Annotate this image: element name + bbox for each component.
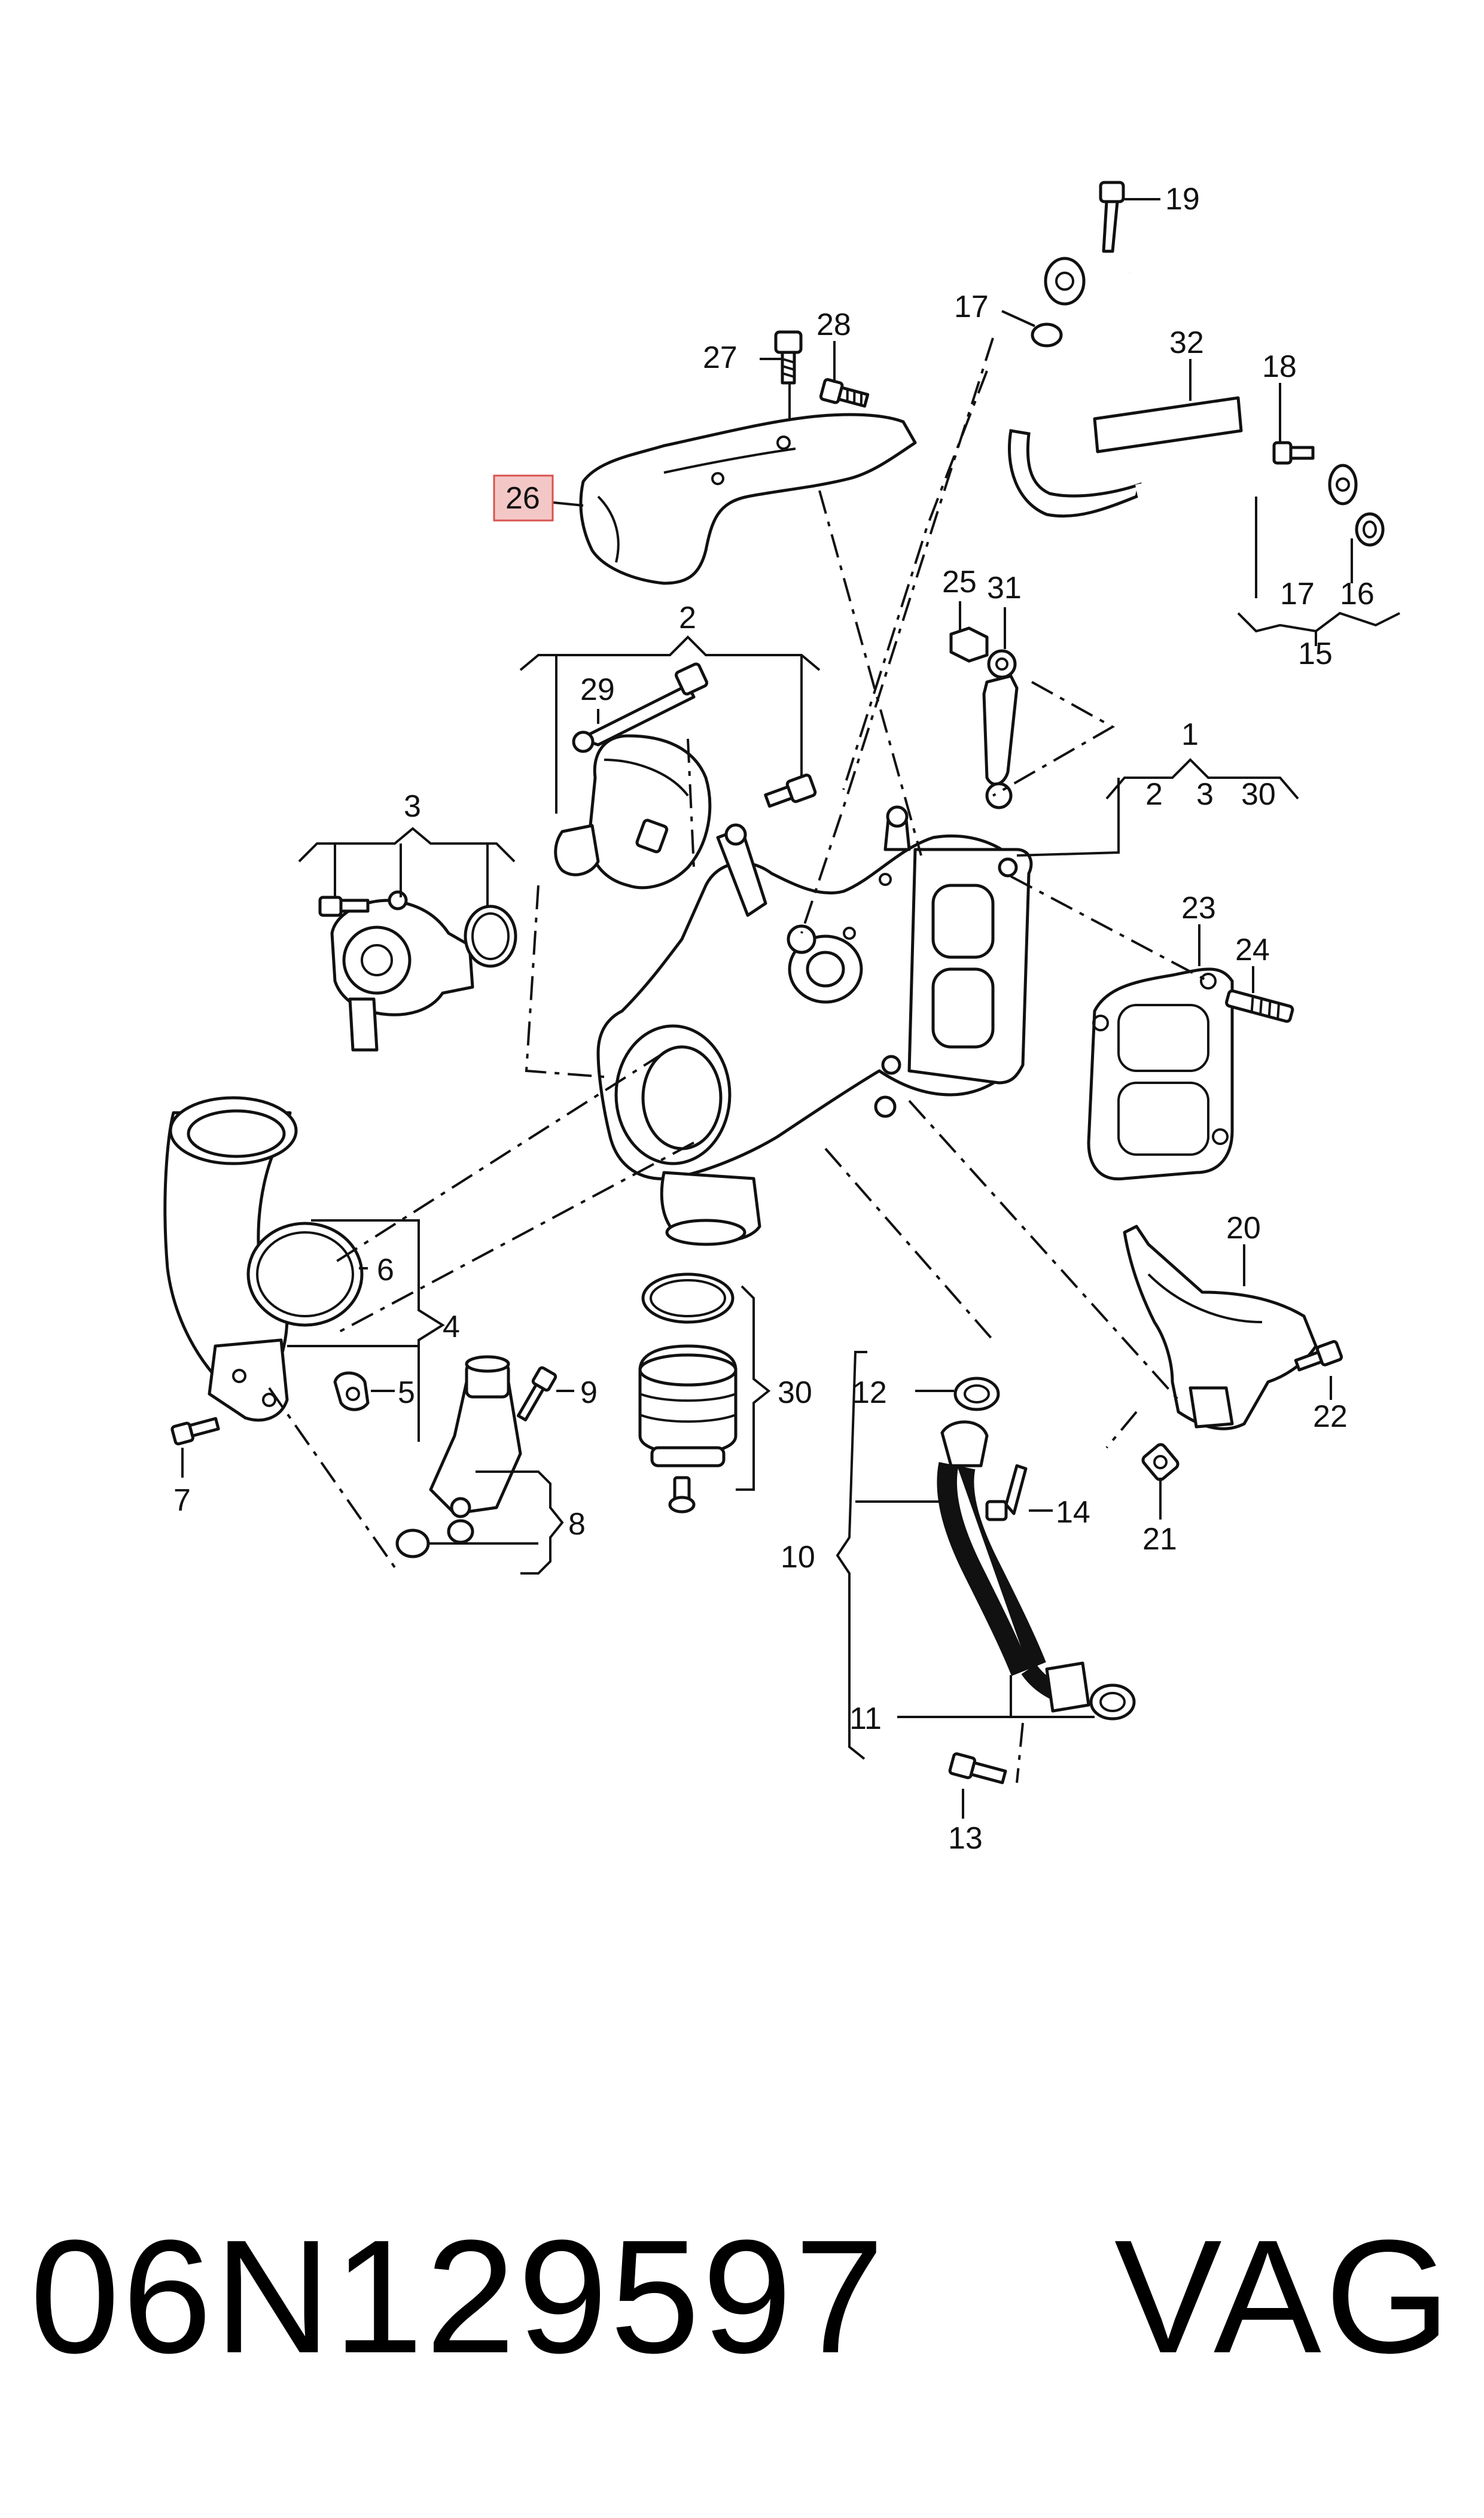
sensor-valve-8	[429, 1355, 522, 1518]
heat-shield	[579, 413, 917, 585]
o-ring-6	[246, 1222, 364, 1327]
callout-17-top: 17	[954, 290, 989, 324]
callout-1: 1	[1181, 717, 1199, 752]
oil-return-line	[937, 1377, 1136, 1721]
brand-label: VAG	[1114, 2207, 1454, 2387]
callout-15: 15	[1298, 637, 1333, 671]
callout-28: 28	[816, 307, 851, 342]
callout-labels: 26 27 28 19 17 32 18 17 16 15 2 29 25 31…	[173, 182, 1375, 1856]
bolt-14	[985, 1464, 1028, 1521]
leader-lines	[181, 198, 1400, 1819]
callout-22: 22	[1313, 1399, 1348, 1434]
callout-1-sub-3: 3	[1196, 777, 1214, 812]
highlight-box-26	[493, 474, 554, 522]
callout-29: 29	[580, 672, 615, 707]
stud-24	[1225, 989, 1294, 1023]
callout-27: 27	[703, 340, 738, 375]
bolt-22	[1294, 1340, 1343, 1372]
callout-11: 11	[849, 1701, 882, 1736]
callout-14: 14	[1056, 1495, 1090, 1530]
callout-12: 12	[852, 1375, 887, 1410]
o-ring-3	[464, 905, 517, 968]
wastegate-actuator	[554, 734, 712, 890]
seal-washer-17-top	[1031, 322, 1063, 348]
bolt-19	[1099, 181, 1125, 253]
callout-4: 4	[443, 1310, 460, 1344]
connection-housing-3	[330, 890, 474, 1052]
callout-6: 6	[377, 1253, 394, 1287]
callout-26: 26	[505, 481, 540, 516]
bolt-21	[1141, 1443, 1180, 1481]
actuator-rod-29	[572, 662, 709, 753]
bolt-7	[170, 1417, 220, 1446]
callout-8: 8	[568, 1507, 586, 1542]
callout-7: 7	[173, 1483, 191, 1518]
callout-32: 32	[1169, 325, 1204, 360]
o-ring-8-b	[447, 1519, 474, 1544]
callout-10: 10	[781, 1540, 815, 1575]
actuator-bolt	[764, 774, 817, 808]
protective-sleeve-32	[1093, 396, 1243, 453]
heat-shield-20	[1123, 1225, 1318, 1430]
callout-23: 23	[1181, 891, 1216, 925]
callout-24: 24	[1235, 933, 1270, 967]
callout-25: 25	[942, 565, 977, 599]
seal-washer-16	[1355, 512, 1385, 547]
assembly-lines	[268, 337, 1209, 1783]
callout-2: 2	[679, 601, 696, 635]
callout-30: 30	[778, 1375, 812, 1410]
callout-19: 19	[1165, 182, 1200, 217]
clip-5	[333, 1371, 370, 1411]
callout-1-sub-30: 30	[1241, 777, 1276, 812]
callout-9: 9	[580, 1375, 598, 1410]
nut-25	[949, 626, 989, 663]
bolt-9	[516, 1366, 557, 1421]
callout-16: 16	[1340, 577, 1375, 611]
callout-1-sub-2: 2	[1145, 777, 1163, 812]
turbocharger-housing	[596, 805, 1033, 1246]
callout-13: 13	[948, 1821, 983, 1856]
bolt-13	[948, 1752, 1007, 1785]
callout-17-bottom: 17	[1280, 577, 1315, 611]
gasket-23	[1087, 967, 1234, 1181]
callout-20: 20	[1226, 1211, 1261, 1246]
filter-bolt	[668, 1476, 696, 1514]
bolt-27	[774, 330, 803, 385]
bolt-18	[1272, 441, 1315, 465]
callout-3: 3	[404, 789, 421, 824]
bracket-31	[982, 649, 1019, 809]
callout-18: 18	[1262, 349, 1297, 384]
intake-elbow	[163, 1096, 298, 1422]
part-number: 06N129597	[30, 2207, 887, 2387]
housing-bolt-3	[318, 896, 370, 917]
oil-filter-30	[638, 1272, 738, 1467]
bolt-28	[819, 378, 870, 408]
callout-31: 31	[987, 571, 1022, 605]
oil-supply-line	[1008, 257, 1358, 518]
o-ring-8-a	[395, 1529, 430, 1558]
callout-5: 5	[398, 1375, 415, 1410]
callout-21: 21	[1142, 1522, 1177, 1557]
